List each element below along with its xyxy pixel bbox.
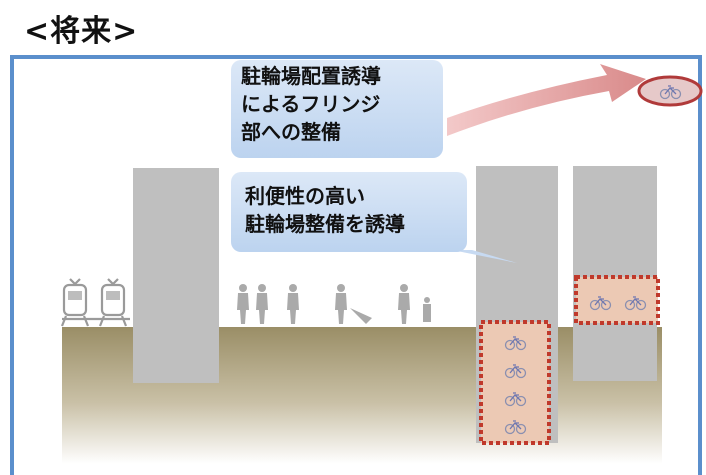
building-right [573, 166, 657, 381]
train-icon [60, 278, 130, 327]
callout-fringe-parking: 駐輪場配置誘導 によるフリンジ 部への整備 [231, 60, 443, 158]
pedestrian-icon [237, 284, 431, 324]
callout-line: 利便性の高い [245, 184, 365, 208]
parking-zone-horizontal [574, 275, 660, 325]
callout-central-parking: 利便性の高い 駐輪場整備を誘導 [231, 172, 467, 252]
callout-line: 部への整備 [241, 120, 341, 144]
page-heading: <将来> [24, 14, 139, 49]
arrow-to-fringe [447, 64, 646, 136]
callout-line: 駐輪場配置誘導 [241, 64, 381, 88]
callout-line: 駐輪場整備を誘導 [245, 212, 405, 236]
fringe-parking [637, 75, 703, 107]
callout-central-pointer [452, 250, 517, 263]
parking-zone-vertical [479, 320, 551, 445]
callout-line: によるフリンジ [241, 92, 381, 116]
building-left [133, 168, 219, 383]
